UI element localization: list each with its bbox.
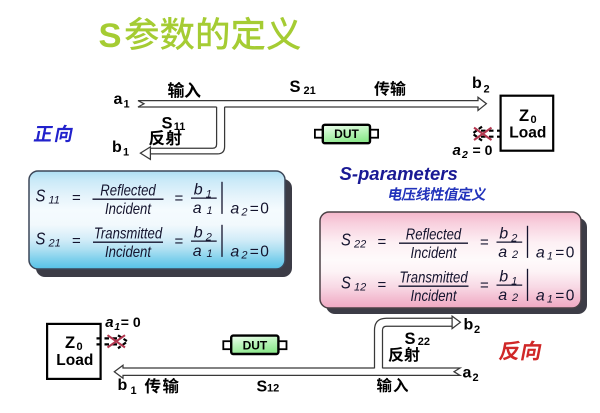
svg-text:a: a: [536, 287, 545, 304]
svg-text:=: =: [250, 201, 259, 218]
svg-text:S: S: [290, 78, 301, 96]
svg-text:S: S: [257, 379, 268, 396]
svg-text:=: =: [175, 233, 184, 250]
svg-text:b: b: [118, 377, 128, 394]
svg-text:0: 0: [77, 341, 83, 353]
svg-text:a: a: [230, 200, 239, 217]
svg-text:=: =: [72, 189, 81, 206]
svg-text:2: 2: [474, 324, 480, 336]
svg-text:b: b: [112, 139, 122, 156]
svg-text:b: b: [194, 182, 203, 199]
svg-text:1: 1: [207, 248, 213, 260]
svg-text:S: S: [36, 229, 46, 249]
svg-text:S: S: [341, 273, 351, 293]
svg-text:0: 0: [566, 288, 575, 305]
svg-text:1: 1: [547, 294, 553, 306]
svg-text:Incident: Incident: [411, 245, 458, 262]
svg-text:=: =: [175, 190, 184, 207]
svg-text:=: =: [72, 232, 81, 249]
svg-text:1: 1: [511, 276, 517, 288]
svg-text:=: =: [250, 244, 259, 261]
svg-text:b: b: [499, 269, 508, 286]
svg-text:b: b: [472, 75, 482, 92]
svg-text:=: =: [555, 288, 564, 305]
svg-text:b: b: [464, 317, 474, 334]
svg-text:S: S: [162, 115, 173, 133]
svg-text:S-parameters: S-parameters: [340, 163, 458, 184]
svg-text:2: 2: [240, 250, 247, 262]
svg-text:a: a: [498, 244, 507, 261]
svg-text:22: 22: [418, 336, 430, 348]
svg-text:a: a: [498, 287, 507, 304]
svg-text:=: =: [480, 234, 489, 251]
svg-text:a: a: [114, 91, 123, 108]
svg-text:1: 1: [206, 189, 212, 201]
svg-text:S: S: [341, 230, 351, 250]
svg-text:1: 1: [124, 99, 130, 111]
svg-text:Load: Load: [56, 352, 93, 369]
svg-text:S: S: [36, 186, 46, 206]
svg-text:a: a: [536, 244, 545, 261]
svg-text:Incident: Incident: [105, 201, 152, 218]
svg-text:0: 0: [260, 244, 269, 261]
svg-text:=: =: [480, 277, 489, 294]
svg-text:=: =: [378, 276, 387, 293]
svg-text:DUT: DUT: [334, 127, 359, 141]
svg-text:0: 0: [531, 114, 537, 126]
svg-text:S: S: [405, 330, 416, 348]
svg-text:1: 1: [114, 321, 120, 333]
svg-text:Load: Load: [509, 125, 546, 142]
svg-text:= 0: = 0: [473, 142, 493, 158]
svg-text:2: 2: [461, 149, 468, 161]
svg-text:1: 1: [123, 147, 129, 159]
svg-text:12: 12: [267, 383, 279, 395]
svg-text:a: a: [105, 314, 113, 331]
svg-text:2: 2: [205, 232, 212, 244]
svg-text:Incident: Incident: [105, 244, 152, 261]
svg-text:11: 11: [49, 195, 60, 207]
svg-text:1: 1: [547, 251, 553, 263]
svg-text:Transmitted: Transmitted: [399, 269, 468, 286]
svg-text:=: =: [555, 245, 564, 262]
svg-text:a: a: [453, 142, 461, 159]
svg-text:21: 21: [48, 238, 61, 250]
svg-text:Transmitted: Transmitted: [94, 225, 163, 242]
svg-text:= 0: = 0: [121, 314, 141, 330]
svg-text:2: 2: [511, 249, 518, 261]
svg-text:Incident: Incident: [411, 288, 458, 305]
svg-text:Reflected: Reflected: [100, 182, 156, 199]
svg-text:2: 2: [240, 207, 247, 219]
svg-text:a: a: [193, 200, 202, 217]
svg-text:0: 0: [260, 201, 269, 218]
svg-text:b: b: [194, 225, 203, 242]
svg-text:a: a: [230, 243, 239, 260]
svg-text:22: 22: [353, 239, 366, 251]
svg-text:=: =: [378, 233, 387, 250]
svg-text:Z: Z: [65, 334, 75, 352]
svg-text:b: b: [499, 226, 508, 243]
svg-text:2: 2: [473, 372, 479, 384]
svg-text:Reflected: Reflected: [406, 226, 462, 243]
svg-text:1: 1: [131, 385, 137, 397]
svg-text:S: S: [99, 17, 122, 55]
svg-text:Z: Z: [519, 107, 529, 125]
svg-text:2: 2: [510, 233, 517, 245]
svg-text:2: 2: [511, 292, 518, 304]
svg-text:DUT: DUT: [243, 339, 268, 353]
svg-text:0: 0: [566, 245, 575, 262]
svg-text:a: a: [193, 243, 202, 260]
svg-text:2: 2: [484, 84, 490, 96]
svg-text:12: 12: [354, 282, 366, 294]
svg-text:21: 21: [304, 85, 316, 97]
svg-text:1: 1: [207, 205, 213, 217]
svg-text:11: 11: [174, 121, 186, 133]
svg-text:a: a: [463, 365, 472, 382]
